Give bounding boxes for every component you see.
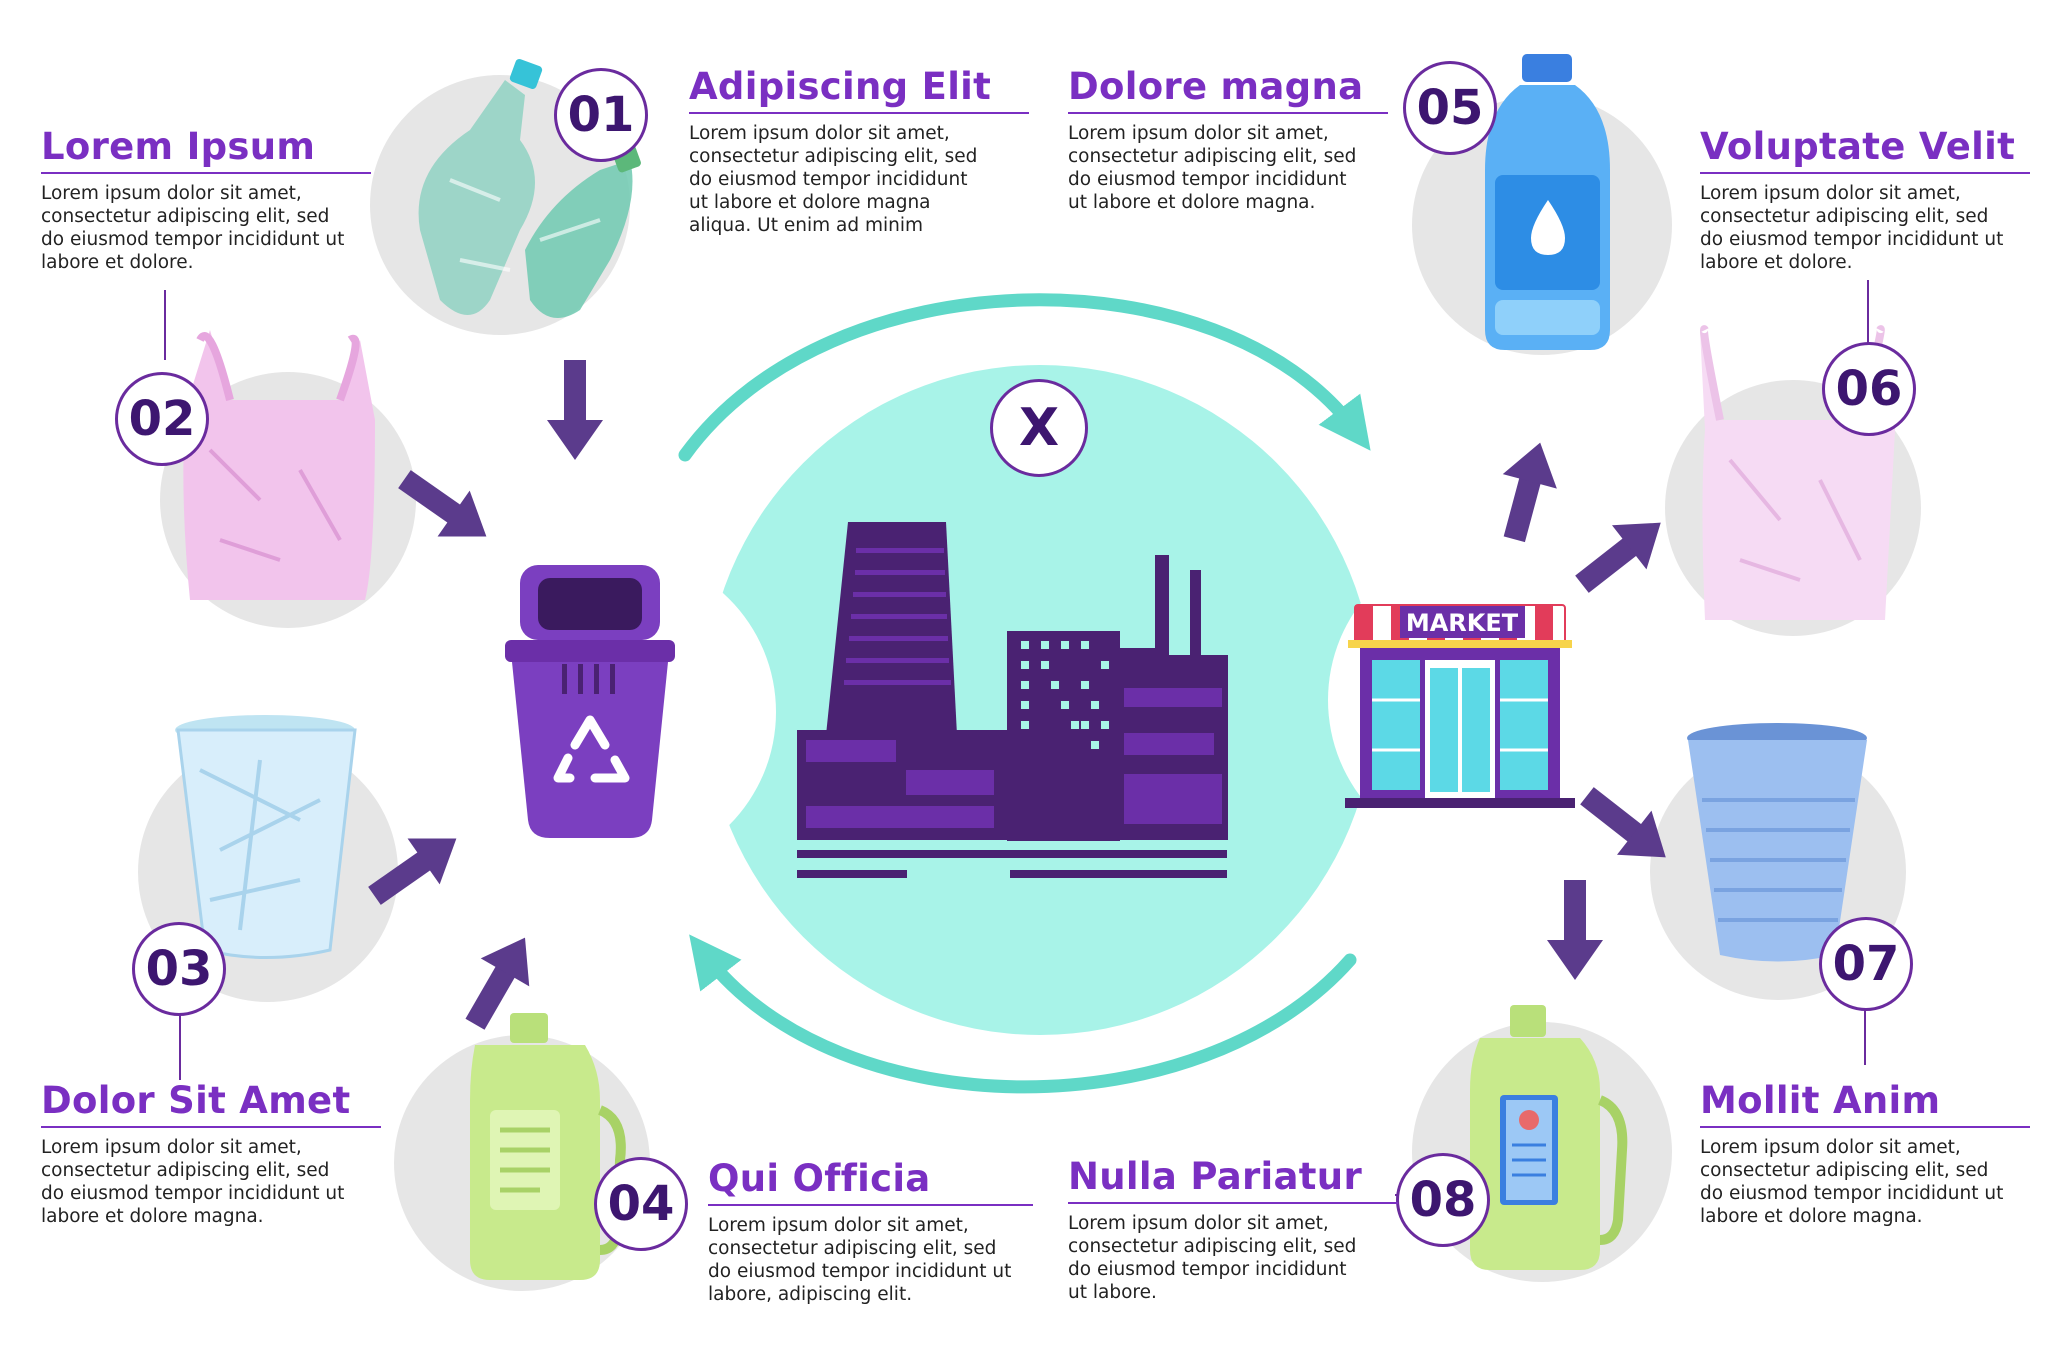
step-label-04: Qui Officia Lorem ipsum dolor sit amet, …: [708, 1156, 1033, 1306]
arrow-03-to-bin: [368, 838, 457, 905]
step-rule-02: [41, 172, 371, 174]
arrow-02-to-bin: [398, 470, 487, 537]
step-text-01: Lorem ipsum dolor sit amet, consectetur …: [689, 123, 978, 236]
green-bottle-illustration: [470, 1013, 626, 1280]
step-label-07: Mollit Anim Lorem ipsum dolor sit amet, …: [1700, 1078, 2030, 1228]
cycle-arrow-bottom: [689, 934, 1357, 1094]
pink-bag-illustration: [183, 330, 375, 600]
step-number-08: 08: [1396, 1153, 1490, 1247]
step-number-02: 02: [115, 372, 209, 466]
step-label-08: Nulla Pariatur Lorem ipsum dolor sit ame…: [1068, 1154, 1398, 1304]
step-label-03: Dolor Sit Amet Lorem ipsum dolor sit ame…: [41, 1078, 381, 1228]
step-rule-01: [689, 112, 1029, 114]
step-text-04: Lorem ipsum dolor sit amet, consectetur …: [708, 1215, 1012, 1305]
step-text-02: Lorem ipsum dolor sit amet, consectetur …: [41, 183, 345, 273]
connector-lines: [164, 280, 1869, 1196]
market-icon: MARKET: [1345, 604, 1575, 808]
step-number-05: 05: [1403, 61, 1497, 155]
arrow-market-to-06: [1575, 522, 1661, 593]
step-title-04: Qui Officia: [708, 1157, 931, 1200]
crushed-cup-illustration: [175, 715, 357, 959]
step-number-07: 07: [1819, 917, 1913, 1011]
recycle-bin-icon: [505, 565, 675, 838]
step-rule-05: [1068, 112, 1388, 114]
arrow-market-to-08: [1547, 880, 1603, 980]
step-text-05: Lorem ipsum dolor sit amet, consectetur …: [1068, 123, 1357, 213]
recycle-symbol-icon: [553, 715, 630, 783]
green-bottle-illustration-2: [1470, 1005, 1628, 1270]
flow-arrows: [368, 360, 1666, 1030]
step-label-02: Lorem Ipsum Lorem ipsum dolor sit amet, …: [41, 124, 371, 274]
crushed-bottles-illustration: [418, 59, 641, 318]
step-text-06: Lorem ipsum dolor sit amet, consectetur …: [1700, 183, 2004, 273]
step-rule-03: [41, 1126, 381, 1128]
arrow-01-to-bin: [547, 360, 603, 460]
step-number-03: 03: [132, 922, 226, 1016]
step-rule-06: [1700, 172, 2030, 174]
step-title-08: Nulla Pariatur: [1068, 1155, 1362, 1198]
step-number-04: 04: [594, 1157, 688, 1251]
step-label-06: Voluptate Velit Lorem ipsum dolor sit am…: [1700, 124, 2030, 274]
factory-icon: [797, 522, 1228, 878]
step-number-01: 01: [554, 68, 648, 162]
step-title-05: Dolore magna: [1068, 65, 1364, 108]
step-title-07: Mollit Anim: [1700, 1079, 1941, 1122]
step-number-06: 06: [1822, 342, 1916, 436]
step-text-03: Lorem ipsum dolor sit amet, consectetur …: [41, 1137, 345, 1227]
cycle-arrow-top: [678, 293, 1371, 462]
center-x-badge: X: [990, 379, 1088, 477]
step-title-02: Lorem Ipsum: [41, 125, 316, 168]
step-title-03: Dolor Sit Amet: [41, 1079, 351, 1122]
step-rule-08: [1068, 1202, 1398, 1204]
arrow-market-to-07: [1580, 787, 1666, 858]
water-bottle-illustration: [1485, 54, 1610, 350]
step-text-07: Lorem ipsum dolor sit amet, consectetur …: [1700, 1137, 2004, 1227]
step-label-05: Dolore magna Lorem ipsum dolor sit amet,…: [1068, 64, 1388, 214]
arrow-04-to-bin: [465, 937, 530, 1030]
market-sign: MARKET: [1406, 609, 1519, 637]
step-label-01: Adipiscing Elit Lorem ipsum dolor sit am…: [689, 64, 1029, 237]
step-rule-07: [1700, 1126, 2030, 1128]
arrow-market-to-05: [1502, 442, 1557, 543]
step-title-01: Adipiscing Elit: [689, 65, 992, 108]
step-title-06: Voluptate Velit: [1700, 125, 2016, 168]
blue-cup-illustration: [1687, 723, 1867, 962]
step-rule-04: [708, 1204, 1033, 1206]
step-text-08: Lorem ipsum dolor sit amet, consectetur …: [1068, 1213, 1357, 1303]
